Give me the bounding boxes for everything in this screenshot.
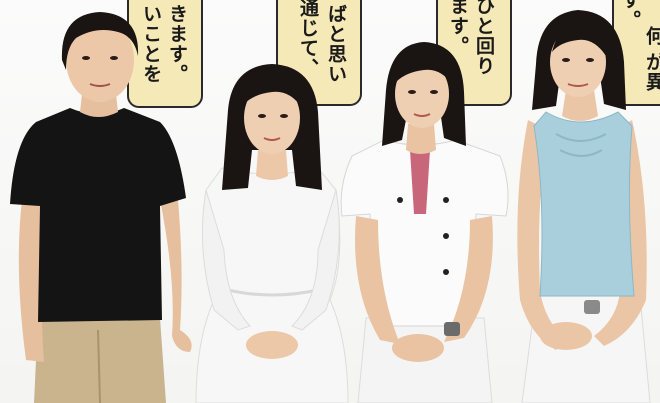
speech-bubble-4-line-2: 何 [643,26,660,46]
person-4 [517,10,651,403]
speech-bubble-1-line-2: きます。 [166,4,188,84]
person-2 [195,64,349,403]
speech-bubble-3-line-1: をひと回り [473,0,495,76]
speech-bubble-3-line-2: ます。 [447,0,469,56]
speech-bubble-4-line-3: が異 [643,52,660,92]
person-1 [10,12,192,403]
speech-bubble-2: を通じて、 ばと思い [276,0,362,106]
speech-bubble-2-line-2: ばと思い [325,4,347,84]
speech-bubble-1-line-1: いことを [140,4,162,84]
speech-bubble-1: いことを きます。 [127,0,203,108]
speech-bubble-4-line-1: す。 [619,0,641,30]
person-3 [340,42,509,403]
speech-bubble-2-line-1: を通じて、 [297,0,319,78]
